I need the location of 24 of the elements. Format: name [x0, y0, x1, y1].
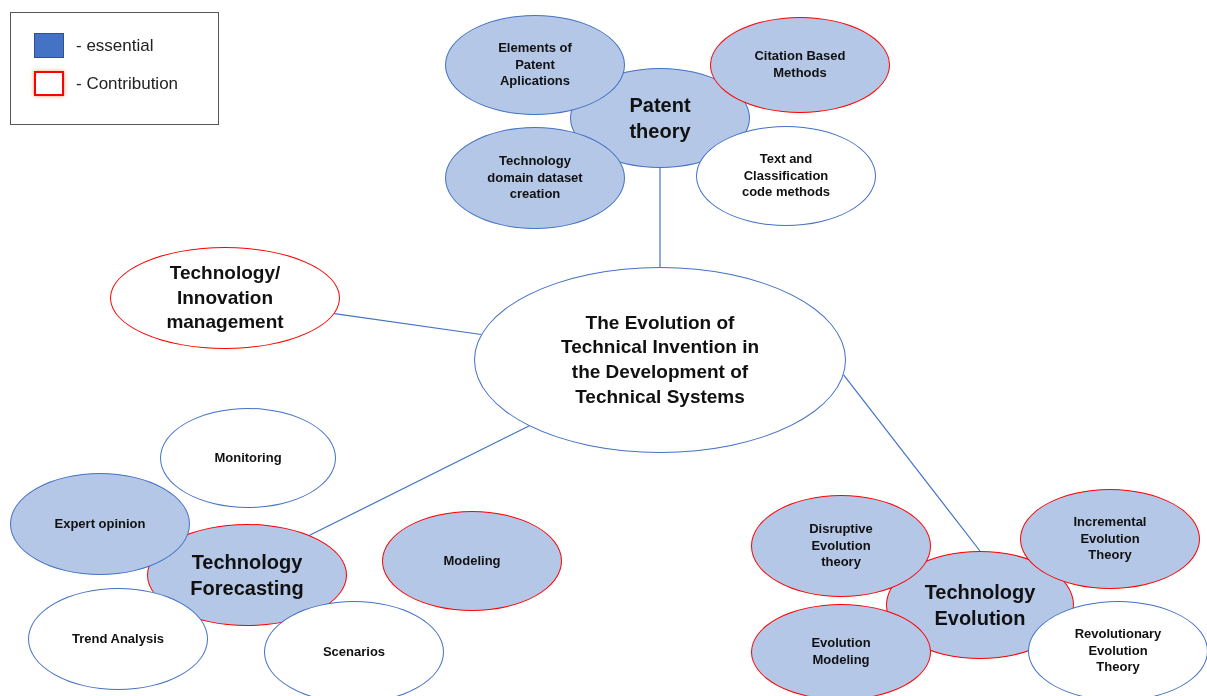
- node-text: Technology Forecasting: [189, 550, 305, 601]
- node-text: Trend Analysis: [71, 630, 165, 648]
- node-text: Patent theory: [628, 93, 692, 144]
- legend-text: - Contribution: [76, 73, 179, 94]
- node-text: Scenarios: [321, 643, 387, 661]
- node-text: Disruptive Evolution theory: [808, 520, 874, 572]
- connector-line: [333, 313, 482, 336]
- legend-text: - essential: [76, 35, 154, 56]
- node-text: Revolutionary Evolution Theory: [1073, 625, 1163, 677]
- node-text: Technology/ Innovation management: [165, 260, 285, 335]
- node-text: Expert opinion: [53, 515, 147, 533]
- node-text: Citation Based Methods: [753, 48, 847, 82]
- node-text: Text and Classification code methods: [740, 150, 832, 202]
- node-text: Elements of Patent Aplications: [497, 39, 573, 91]
- node-text: Technology Evolution: [923, 580, 1037, 631]
- node-text: Technology domain dataset creation: [486, 152, 584, 204]
- node-text: The Evolution of Technical Invention in the Development of Technical Systems: [559, 310, 761, 409]
- connector-line: [843, 374, 981, 552]
- node-text: Monitoring: [213, 449, 283, 467]
- node-text: Modeling: [442, 552, 502, 570]
- connector-line: [309, 425, 530, 536]
- connector-line: [659, 167, 661, 268]
- node-text: Incremental Evolution Theory: [1072, 513, 1148, 565]
- node-text: Evolution Modeling: [810, 635, 872, 669]
